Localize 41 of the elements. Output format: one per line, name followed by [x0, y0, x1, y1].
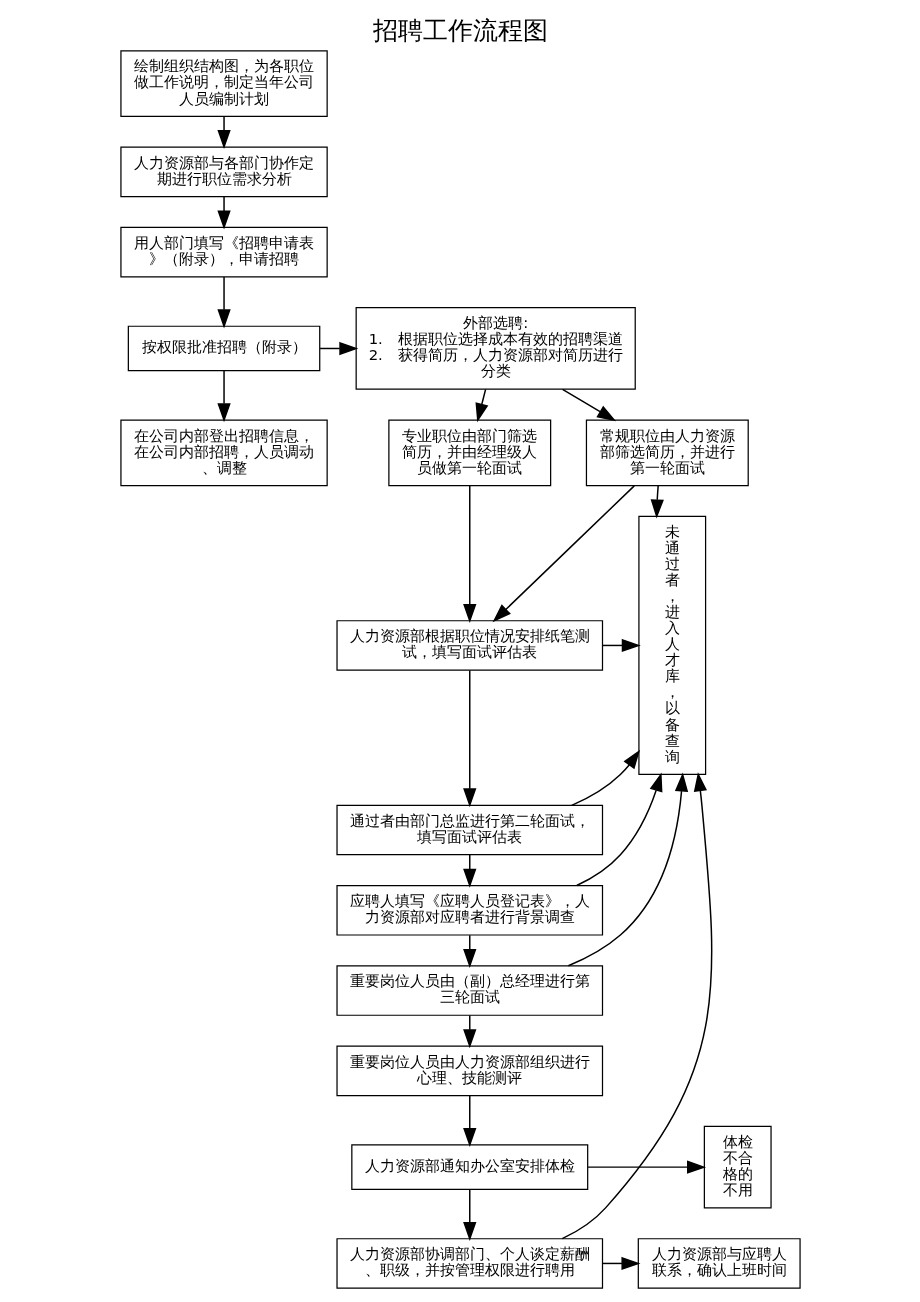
node-box: 人力资源部与应聘人联系，确认上班时间	[637, 1238, 801, 1289]
node-box: 常规职位由人力资源部筛选简历，并进行第一轮面试	[585, 419, 749, 487]
arrow	[586, 1160, 706, 1174]
node-box: 通过者由部门总监进行第二轮面试，填写面试评估表	[335, 804, 603, 856]
arrow	[475, 388, 488, 423]
node-box: 按权限批准招聘（附录）	[127, 325, 320, 372]
arrow	[601, 638, 641, 653]
node-box: 外部选聘: 1. 根据职位选择成本有效的招聘渠道 2. 获得简历，人力资源部对简历进行分类	[355, 307, 636, 390]
node-box: 应聘人填写《应聘人员登记表》，人力资源部对应聘者进行背景调查	[335, 885, 603, 936]
arrow	[216, 370, 231, 423]
arrow	[318, 341, 358, 356]
node-box: 在公司内部登出招聘信息，在公司内部招聘，人员调动、调整	[119, 419, 328, 487]
arrow	[216, 196, 231, 230]
arrow	[462, 1095, 476, 1147]
node-box: 用人部门填写《招聘申请表》（附录），申请招聘	[119, 226, 328, 278]
node-box: 人力资源部与各部门协作定期进行职位需求分析	[119, 146, 328, 198]
arrow	[570, 749, 640, 807]
node-box: 体检不合格的不用	[703, 1125, 772, 1209]
node-box: 未通过者，进入人才库，以备查询	[637, 515, 706, 776]
node-box: 专业职位由部门筛选简历，并由经理级人员做第一轮面试	[387, 419, 551, 487]
arrow	[492, 485, 635, 623]
diagram-title: 招聘工作流程图	[372, 15, 548, 45]
arrow	[561, 388, 616, 422]
arrow	[601, 1256, 640, 1271]
arrow	[462, 1014, 476, 1049]
arrow	[462, 1188, 476, 1241]
arrow	[216, 276, 231, 329]
arrow	[462, 934, 476, 968]
node-box: 绘制组织结构图，为各职位做工作说明，制定当年公司人员编制计划	[119, 50, 328, 117]
arrow	[216, 116, 231, 149]
node-box: 重要岗位人员由（副）总经理进行第三轮面试	[335, 965, 603, 1016]
arrow	[462, 854, 476, 888]
arrow	[561, 772, 712, 1240]
arrow	[575, 772, 662, 887]
node-box: 人力资源部根据职位情况安排纸笔测试，填写面试评估表	[335, 620, 603, 671]
node-box: 人力资源部协调部门、个人谈定薪酬、职级，并按管理权限进行聘用	[335, 1238, 603, 1289]
arrow	[567, 772, 688, 967]
node-box: 重要岗位人员由人力资源部组织进行心理、技能测评	[335, 1045, 603, 1097]
arrow	[462, 485, 476, 623]
arrow	[462, 669, 476, 808]
node-box: 人力资源部通知办公室安排体检	[350, 1144, 588, 1190]
